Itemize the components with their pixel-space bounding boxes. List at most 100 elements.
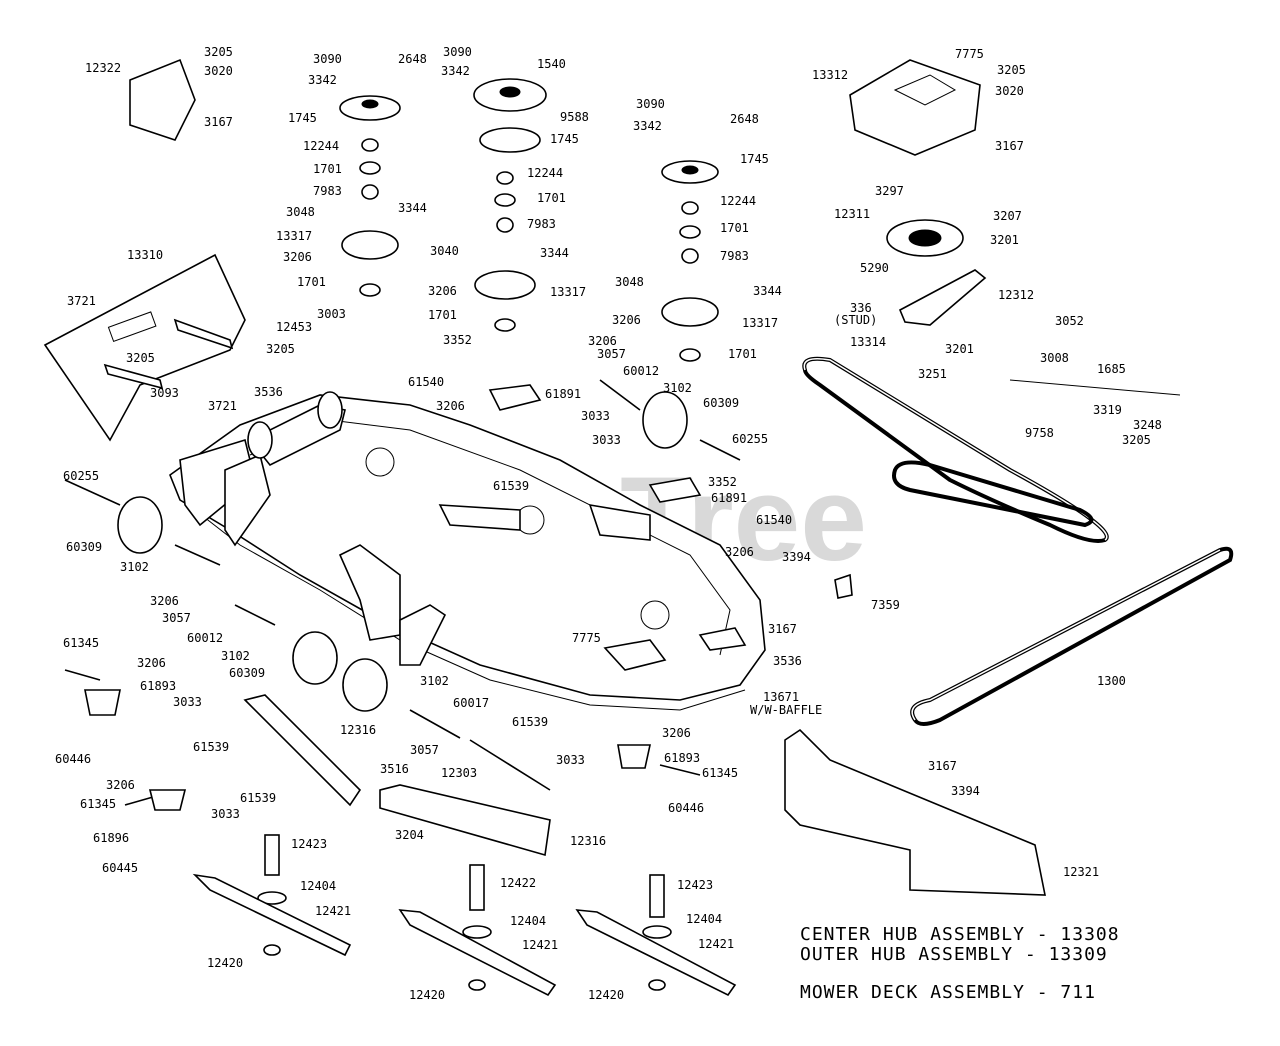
assembly-notes: CENTER HUB ASSEMBLY - 13308 OUTER HUB AS… (800, 924, 1119, 1003)
callout: 12321 (1063, 865, 1099, 879)
callout: 12420 (409, 988, 445, 1002)
callout: 3003 (317, 307, 346, 321)
callout: 3020 (995, 84, 1024, 98)
callout: 3319 (1093, 403, 1122, 417)
callout: 3206 (612, 313, 641, 327)
callout: 3352 (443, 333, 472, 347)
callout: 336 (850, 301, 872, 315)
callout: 12421 (698, 937, 734, 951)
callout: 3205 (126, 351, 155, 365)
callout: 3536 (773, 654, 802, 668)
callout: 61539 (240, 791, 276, 805)
callout: 3090 (443, 45, 472, 59)
callout: 3090 (313, 52, 342, 66)
callout: 3344 (753, 284, 782, 298)
callout: 12303 (441, 766, 477, 780)
callout: 1745 (550, 132, 579, 146)
shield-cover-right (849, 59, 981, 156)
callout: 13310 (127, 248, 163, 262)
callout: 3297 (875, 184, 904, 198)
outer-hub-assembly-note: OUTER HUB ASSEMBLY - 13309 (800, 944, 1108, 965)
callout: 5290 (860, 261, 889, 275)
callout: 9758 (1025, 426, 1054, 440)
callout: 60309 (229, 666, 265, 680)
callout: 3721 (208, 399, 237, 413)
callout: 3342 (308, 73, 337, 87)
callout: 12244 (303, 139, 339, 153)
callout: 3352 (708, 475, 737, 489)
callout: 60012 (187, 631, 223, 645)
callout: 61345 (702, 766, 738, 780)
callout: 3721 (67, 294, 96, 308)
callout: 1701 (537, 191, 566, 205)
callout: 3207 (993, 209, 1022, 223)
spindle-right (661, 160, 719, 362)
callout: 12311 (834, 207, 870, 221)
callout: 7983 (720, 249, 749, 263)
callout: 3206 (436, 399, 465, 413)
callout: 61896 (93, 831, 129, 845)
callout: 3167 (204, 115, 233, 129)
callout: 3167 (995, 139, 1024, 153)
callout: 3516 (380, 762, 409, 776)
spindle-center (473, 78, 547, 332)
mower-deck (169, 391, 766, 711)
callout: 60446 (668, 801, 704, 815)
callout: 61540 (408, 375, 444, 389)
callout: 61539 (512, 715, 548, 729)
callout: 9588 (560, 110, 589, 124)
callout: 1300 (1097, 674, 1126, 688)
baffle-left (243, 694, 362, 807)
callout: 3204 (395, 828, 424, 842)
callout: 13671 (763, 690, 799, 704)
callout: 3205 (1122, 433, 1151, 447)
callout: 1701 (720, 221, 749, 235)
discharge-chute (43, 253, 246, 442)
gauge-wheels (117, 391, 688, 712)
callout: 12423 (291, 837, 327, 851)
callout: 12423 (677, 878, 713, 892)
callout: 2648 (398, 52, 427, 66)
callout: 3020 (204, 64, 233, 78)
callout: 3206 (283, 250, 312, 264)
callout: 12244 (720, 194, 756, 208)
callout: 3206 (725, 545, 754, 559)
callout: 2648 (730, 112, 759, 126)
blade-center (398, 864, 557, 997)
callout: 3048 (615, 275, 644, 289)
mower-deck-assembly-note: MOWER DECK ASSEMBLY - 711 (800, 982, 1096, 1003)
callout: 60445 (102, 861, 138, 875)
callout: 3342 (633, 119, 662, 133)
callout: 3205 (997, 63, 1026, 77)
callout: 3344 (540, 246, 569, 260)
callout: 12421 (315, 904, 351, 918)
callout: 61891 (545, 387, 581, 401)
callout: 3090 (636, 97, 665, 111)
callout: 3167 (928, 759, 957, 773)
callout: 3201 (945, 342, 974, 356)
callout: 13317 (742, 316, 778, 330)
callout: 3344 (398, 201, 427, 215)
callout: (STUD) (834, 313, 877, 327)
callout: 12322 (85, 61, 121, 75)
callout: 61345 (63, 636, 99, 650)
baffle-center (379, 784, 551, 857)
callout: 3394 (782, 550, 811, 564)
callout: 3033 (556, 753, 585, 767)
callout: 3206 (150, 594, 179, 608)
spindle-left (339, 95, 401, 297)
callout: 3206 (588, 334, 617, 348)
callout: 3040 (430, 244, 459, 258)
blade-left (192, 834, 352, 957)
callout: 1701 (313, 162, 342, 176)
callout: 3394 (951, 784, 980, 798)
callout: 12420 (207, 956, 243, 970)
pivot-brackets (84, 384, 853, 811)
callout: 3093 (150, 386, 179, 400)
callout: 12453 (276, 320, 312, 334)
callout: 61893 (664, 751, 700, 765)
callout: 1745 (288, 111, 317, 125)
callout: 60012 (623, 364, 659, 378)
callout: 61540 (756, 513, 792, 527)
